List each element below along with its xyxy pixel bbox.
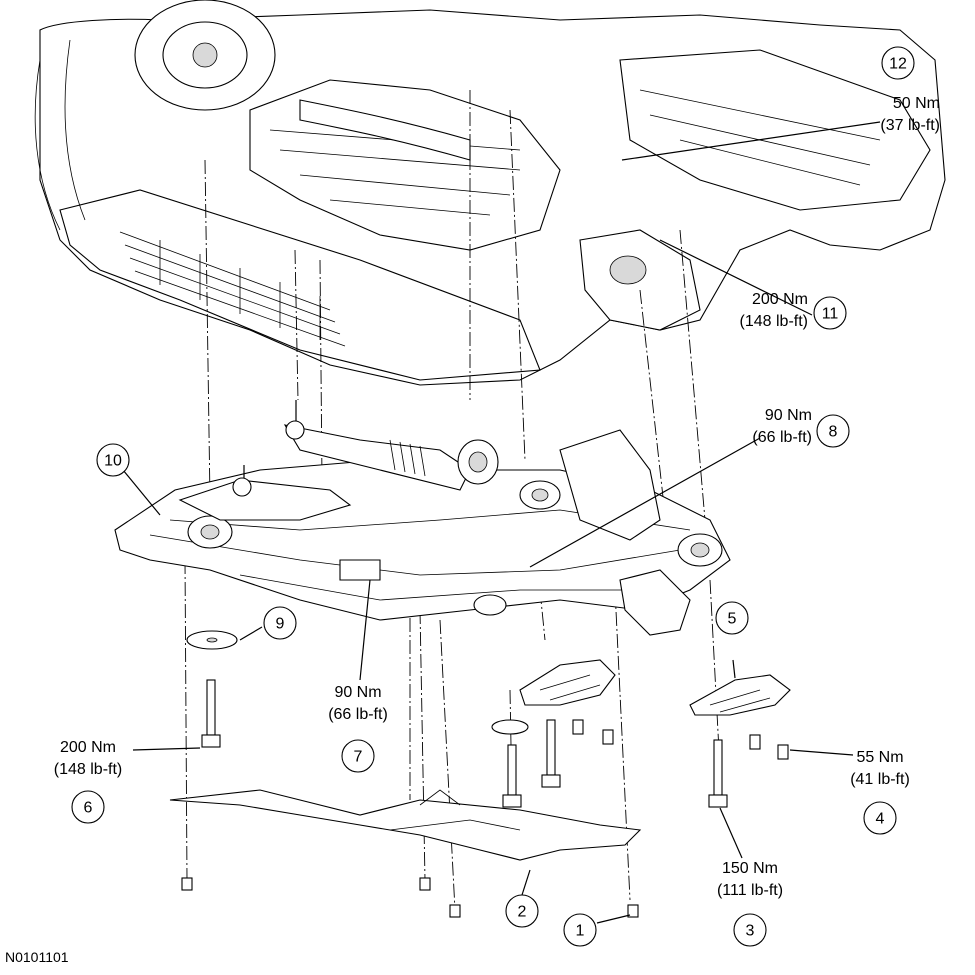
- callout-circle-8: [816, 414, 850, 448]
- bracket-right: [689, 674, 791, 716]
- torque-metric-6: 200 Nm: [60, 739, 116, 756]
- subframe-illustration: [114, 400, 731, 636]
- callout-number-4: 4: [876, 811, 885, 828]
- callout-number-12: 12: [889, 56, 907, 73]
- callout-6: 200 Nm (148 lb-ft) 6: [54, 739, 122, 824]
- callout-number-8: 8: [829, 424, 838, 441]
- torque-imperial-6: (148 lb-ft): [54, 761, 122, 778]
- callout-10: 10: [96, 443, 130, 477]
- callout-circle-1: [563, 913, 597, 947]
- callout-circle-11: [813, 296, 847, 330]
- torque-metric-12: 50 Nm: [893, 95, 940, 112]
- callout-number-1: 1: [576, 923, 585, 940]
- torque-metric-7: 90 Nm: [334, 684, 381, 701]
- callout-number-11: 11: [822, 306, 839, 323]
- callout-circle-2: [505, 894, 539, 928]
- callout-circle-6: [71, 790, 105, 824]
- callout-number-7: 7: [354, 749, 363, 766]
- bolts: [181, 679, 789, 918]
- torque-imperial-8: (66 lb-ft): [752, 429, 812, 446]
- callout-4: 55 Nm (41 lb-ft) 4: [850, 749, 910, 835]
- torque-imperial-3: (111 lb-ft): [717, 882, 783, 899]
- torque-imperial-12: (37 lb-ft): [880, 117, 940, 134]
- callout-circle-4: [863, 801, 897, 835]
- torque-metric-3: 150 Nm: [722, 860, 778, 877]
- callout-1: 1: [563, 913, 597, 947]
- callout-5: 5: [715, 601, 749, 635]
- callout-circle-5: [715, 601, 749, 635]
- figure-id: N0101101: [5, 949, 69, 965]
- callout-circle-7: [341, 739, 375, 773]
- callout-number-6: 6: [84, 800, 93, 817]
- callout-12: 12 50 Nm (37 lb-ft): [880, 46, 940, 134]
- torque-metric-11: 200 Nm: [752, 291, 808, 308]
- callout-3: 150 Nm (111 lb-ft) 3: [717, 860, 783, 947]
- callout-circle-3: [733, 913, 767, 947]
- callout-number-2: 2: [518, 904, 527, 921]
- callout-circle-10: [96, 443, 130, 477]
- callout-circle-9: [263, 606, 297, 640]
- callout-7: 90 Nm (66 lb-ft) 7: [328, 684, 388, 773]
- torque-imperial-11: (148 lb-ft): [740, 313, 808, 330]
- callout-number-3: 3: [746, 923, 755, 940]
- callout-11: 11 200 Nm (148 lb-ft): [740, 291, 847, 330]
- washer-small: [491, 719, 529, 735]
- callout-2: 2: [505, 894, 539, 928]
- callout-number-9: 9: [276, 616, 285, 633]
- torque-imperial-7: (66 lb-ft): [328, 706, 388, 723]
- bracket-center: [519, 659, 616, 706]
- callout-8: 8 90 Nm (66 lb-ft): [752, 407, 850, 448]
- torque-metric-8: 90 Nm: [765, 407, 812, 424]
- leader-lines: [122, 121, 881, 924]
- torque-metric-4: 55 Nm: [856, 749, 903, 766]
- callout-circle-12: [881, 46, 915, 80]
- splash-shield: [169, 789, 642, 861]
- callout-9: 9: [263, 606, 297, 640]
- vehicle-body-illustration: [34, 0, 946, 386]
- torque-imperial-4: (41 lb-ft): [850, 771, 910, 788]
- callout-number-10: 10: [104, 453, 122, 470]
- callout-number-5: 5: [728, 611, 737, 628]
